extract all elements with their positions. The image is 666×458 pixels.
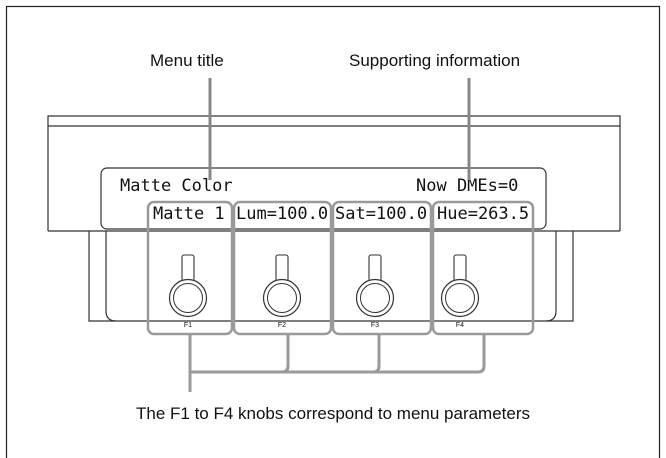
lcd-param-f2: Lum=100.0 [236,204,328,224]
knob-label-f2: F2 [278,322,286,329]
callout-knobs: The F1 to F4 knobs correspond to menu pa… [136,404,530,423]
figure-frame [5,5,661,458]
lcd-param-f4: Hue=263.5 [437,204,529,224]
knob-label-f4: F4 [456,322,464,329]
callout-menu-title: Menu title [150,51,224,70]
knob-f1[interactable]: F1 [168,254,208,329]
lcd-supporting-info: Now DMEs=0 [416,176,518,196]
lcd-menu-title: Matte Color [120,176,233,196]
lcd-param-f1: Matte 1 [153,204,225,224]
knob-f4[interactable]: F4 [440,254,480,329]
knob-label-f1: F1 [184,322,192,329]
parameter-groupings [146,200,535,336]
grouping-f3 [331,200,433,336]
knob-f3[interactable]: F3 [355,254,395,329]
knob-f2[interactable]: F2 [262,254,302,329]
knob-label-f3: F3 [371,322,379,329]
grouping-f2 [232,200,333,336]
lcd-display: Matte Color Now DMEs=0 Matte 1 Lum=100.0… [100,167,547,230]
lcd-frame [100,167,547,230]
callout-supporting-info: Supporting information [349,51,520,70]
knob-connector-bracket [188,334,486,392]
lcd-param-f3: Sat=100.0 [335,204,427,224]
